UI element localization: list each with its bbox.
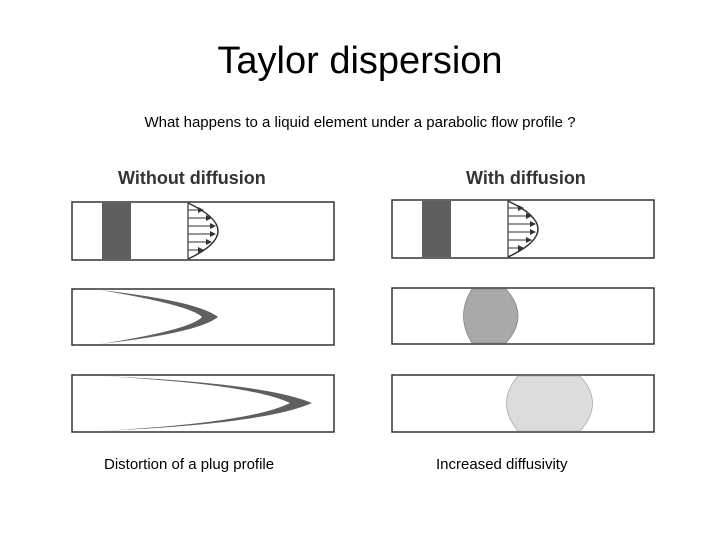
right-velocity-profile <box>507 200 539 258</box>
heading-without-diffusion: Without diffusion <box>118 168 266 188</box>
left-distorted-plug-late <box>100 376 312 431</box>
right-tube-3 <box>391 374 655 433</box>
caption-increased-diffusivity: Increased diffusivity <box>436 456 568 473</box>
right-tube-1 <box>391 199 655 259</box>
right-tube-2 <box>391 287 655 345</box>
left-distorted-plug-mid <box>100 290 218 344</box>
left-plug <box>102 203 131 259</box>
left-velocity-profile <box>187 202 219 260</box>
left-tube-2 <box>71 288 335 346</box>
right-diffused-plug-mid <box>463 288 519 344</box>
caption-plug-distortion: Distortion of a plug profile <box>104 456 275 473</box>
left-tube-1 <box>71 201 335 261</box>
right-diffused-plug-late <box>506 375 593 432</box>
slide-subtitle: What happens to a liquid element under a… <box>144 114 576 131</box>
right-plug <box>422 201 451 257</box>
left-tube-3 <box>71 374 335 433</box>
heading-with-diffusion: With diffusion <box>466 168 586 188</box>
slide-title: Taylor dispersion <box>217 40 503 82</box>
